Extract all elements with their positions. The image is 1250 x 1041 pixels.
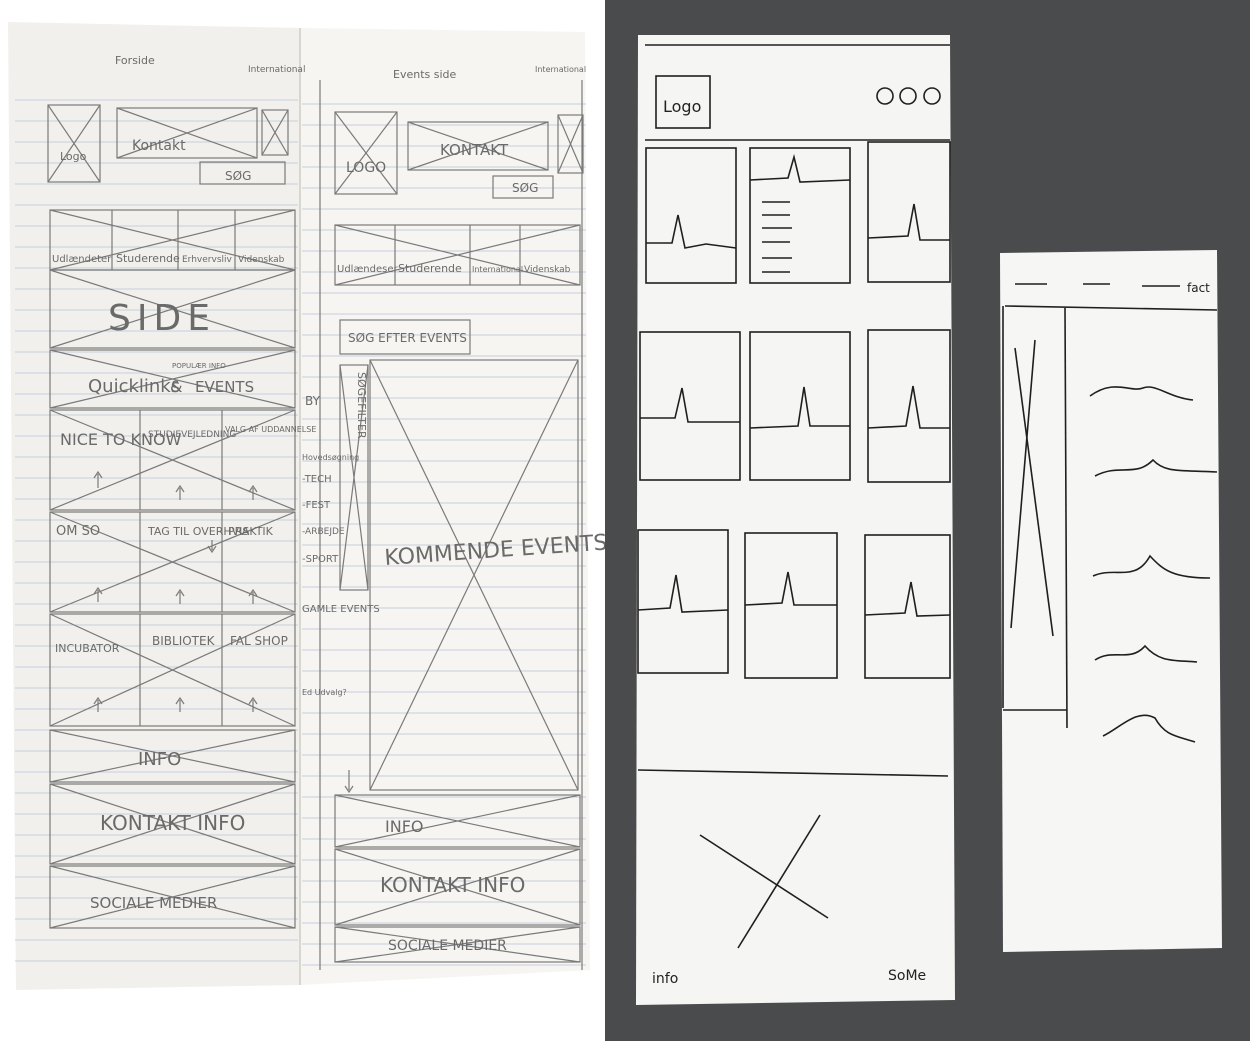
front-page-hero: SIDE xyxy=(108,298,216,339)
events-page-international: International xyxy=(535,65,586,74)
detail-page-sketch: fact xyxy=(1000,250,1222,952)
detail-page-nav-fact: fact xyxy=(1187,281,1210,295)
events-page-filter-3: -ARBEJDE xyxy=(302,527,345,537)
events-page-nav-2: Studerende xyxy=(398,262,462,275)
front-page-international: International xyxy=(248,65,305,75)
mobile-home-sketch: Logo O O O info SoMe xyxy=(636,35,955,1005)
events-page-search-events: SØG EFTER EVENTS xyxy=(348,331,467,345)
mobile-home-footer-some: SoMe xyxy=(888,968,926,984)
events-page-title: Events side xyxy=(393,68,457,81)
events-page-nav-1: Udlændeser xyxy=(337,264,398,275)
mobile-home-footer-info: info xyxy=(652,971,678,987)
front-page-row1-2: STUDIEVEJLEDNING xyxy=(148,430,236,440)
events-page-search: SØG xyxy=(512,181,538,195)
front-page-row2-3: PRAKTIK xyxy=(228,525,274,538)
wireframe-notebook: Forside International Logo Kontakt SØG U… xyxy=(0,0,605,1041)
events-page-filter-subtitle: Hovedsøgning xyxy=(302,453,359,462)
events-page-nav-3: International xyxy=(472,265,523,274)
events-page-logo: LOGO xyxy=(346,160,386,176)
events-page-filter-1: -TECH xyxy=(302,474,332,485)
front-page-search: SØG xyxy=(225,169,251,183)
front-page-nav-2: Studerende xyxy=(116,252,180,265)
front-page-row1-3: VALG AF UDDANNELSE xyxy=(225,425,316,434)
front-page-title: Forside xyxy=(115,54,155,67)
front-page-row3-2: BIBLIOTEK xyxy=(152,634,216,648)
front-page-contact: Kontakt xyxy=(132,138,186,154)
front-page-nav-4: Videnskab xyxy=(238,255,285,265)
front-page-info: INFO xyxy=(138,749,181,770)
front-page-quicklinks: Quicklinks xyxy=(88,376,180,397)
front-page-row2-1: OM SO xyxy=(56,524,100,539)
events-page-nav-4: Videnskab xyxy=(524,265,571,275)
front-page-nav-1: Udlændeter xyxy=(52,254,112,265)
front-page-logo: Logo xyxy=(60,150,87,163)
events-page-contact-info: KONTAKT INFO xyxy=(380,873,525,897)
events-page-filter-title: BY xyxy=(305,394,321,408)
front-page-row3-1: INCUBATOR xyxy=(55,642,120,655)
mobile-home-menu-dots: O O O xyxy=(862,97,865,99)
front-page-row1-1: NICE TO KNOW xyxy=(60,430,182,449)
front-page-nav-3: Erhvervsliv xyxy=(182,255,233,265)
notebook-sketch: Forside International Logo Kontakt SØG U… xyxy=(8,22,605,990)
events-page-old-events: GAMLE EVENTS xyxy=(302,604,380,615)
front-page-popular-info: POPULÆR INFO xyxy=(172,362,226,370)
front-page-contact-info: KONTAKT INFO xyxy=(100,811,245,835)
front-page-and-mark: & xyxy=(170,377,182,396)
mobile-home-logo: Logo xyxy=(663,97,701,116)
events-page-social: SOCIALE MEDIER xyxy=(388,938,507,954)
events-page-contact: KONTAKT xyxy=(440,141,509,159)
front-page-row2-2: TAG TIL OVERHVIS xyxy=(147,525,249,538)
events-page-old-events-question: Ed Udvalg? xyxy=(302,688,347,697)
events-page-info: INFO xyxy=(385,817,423,836)
front-page-row3-3: FAL SHOP xyxy=(230,634,288,648)
front-page-social: SOCIALE MEDIER xyxy=(90,894,217,912)
front-page-events: EVENTS xyxy=(195,378,254,396)
events-page-filter-4: -SPORT xyxy=(302,554,339,565)
events-page-vertical-label: SØGEFILTER xyxy=(355,372,368,439)
events-page-filter-2: -FEST xyxy=(302,500,331,511)
